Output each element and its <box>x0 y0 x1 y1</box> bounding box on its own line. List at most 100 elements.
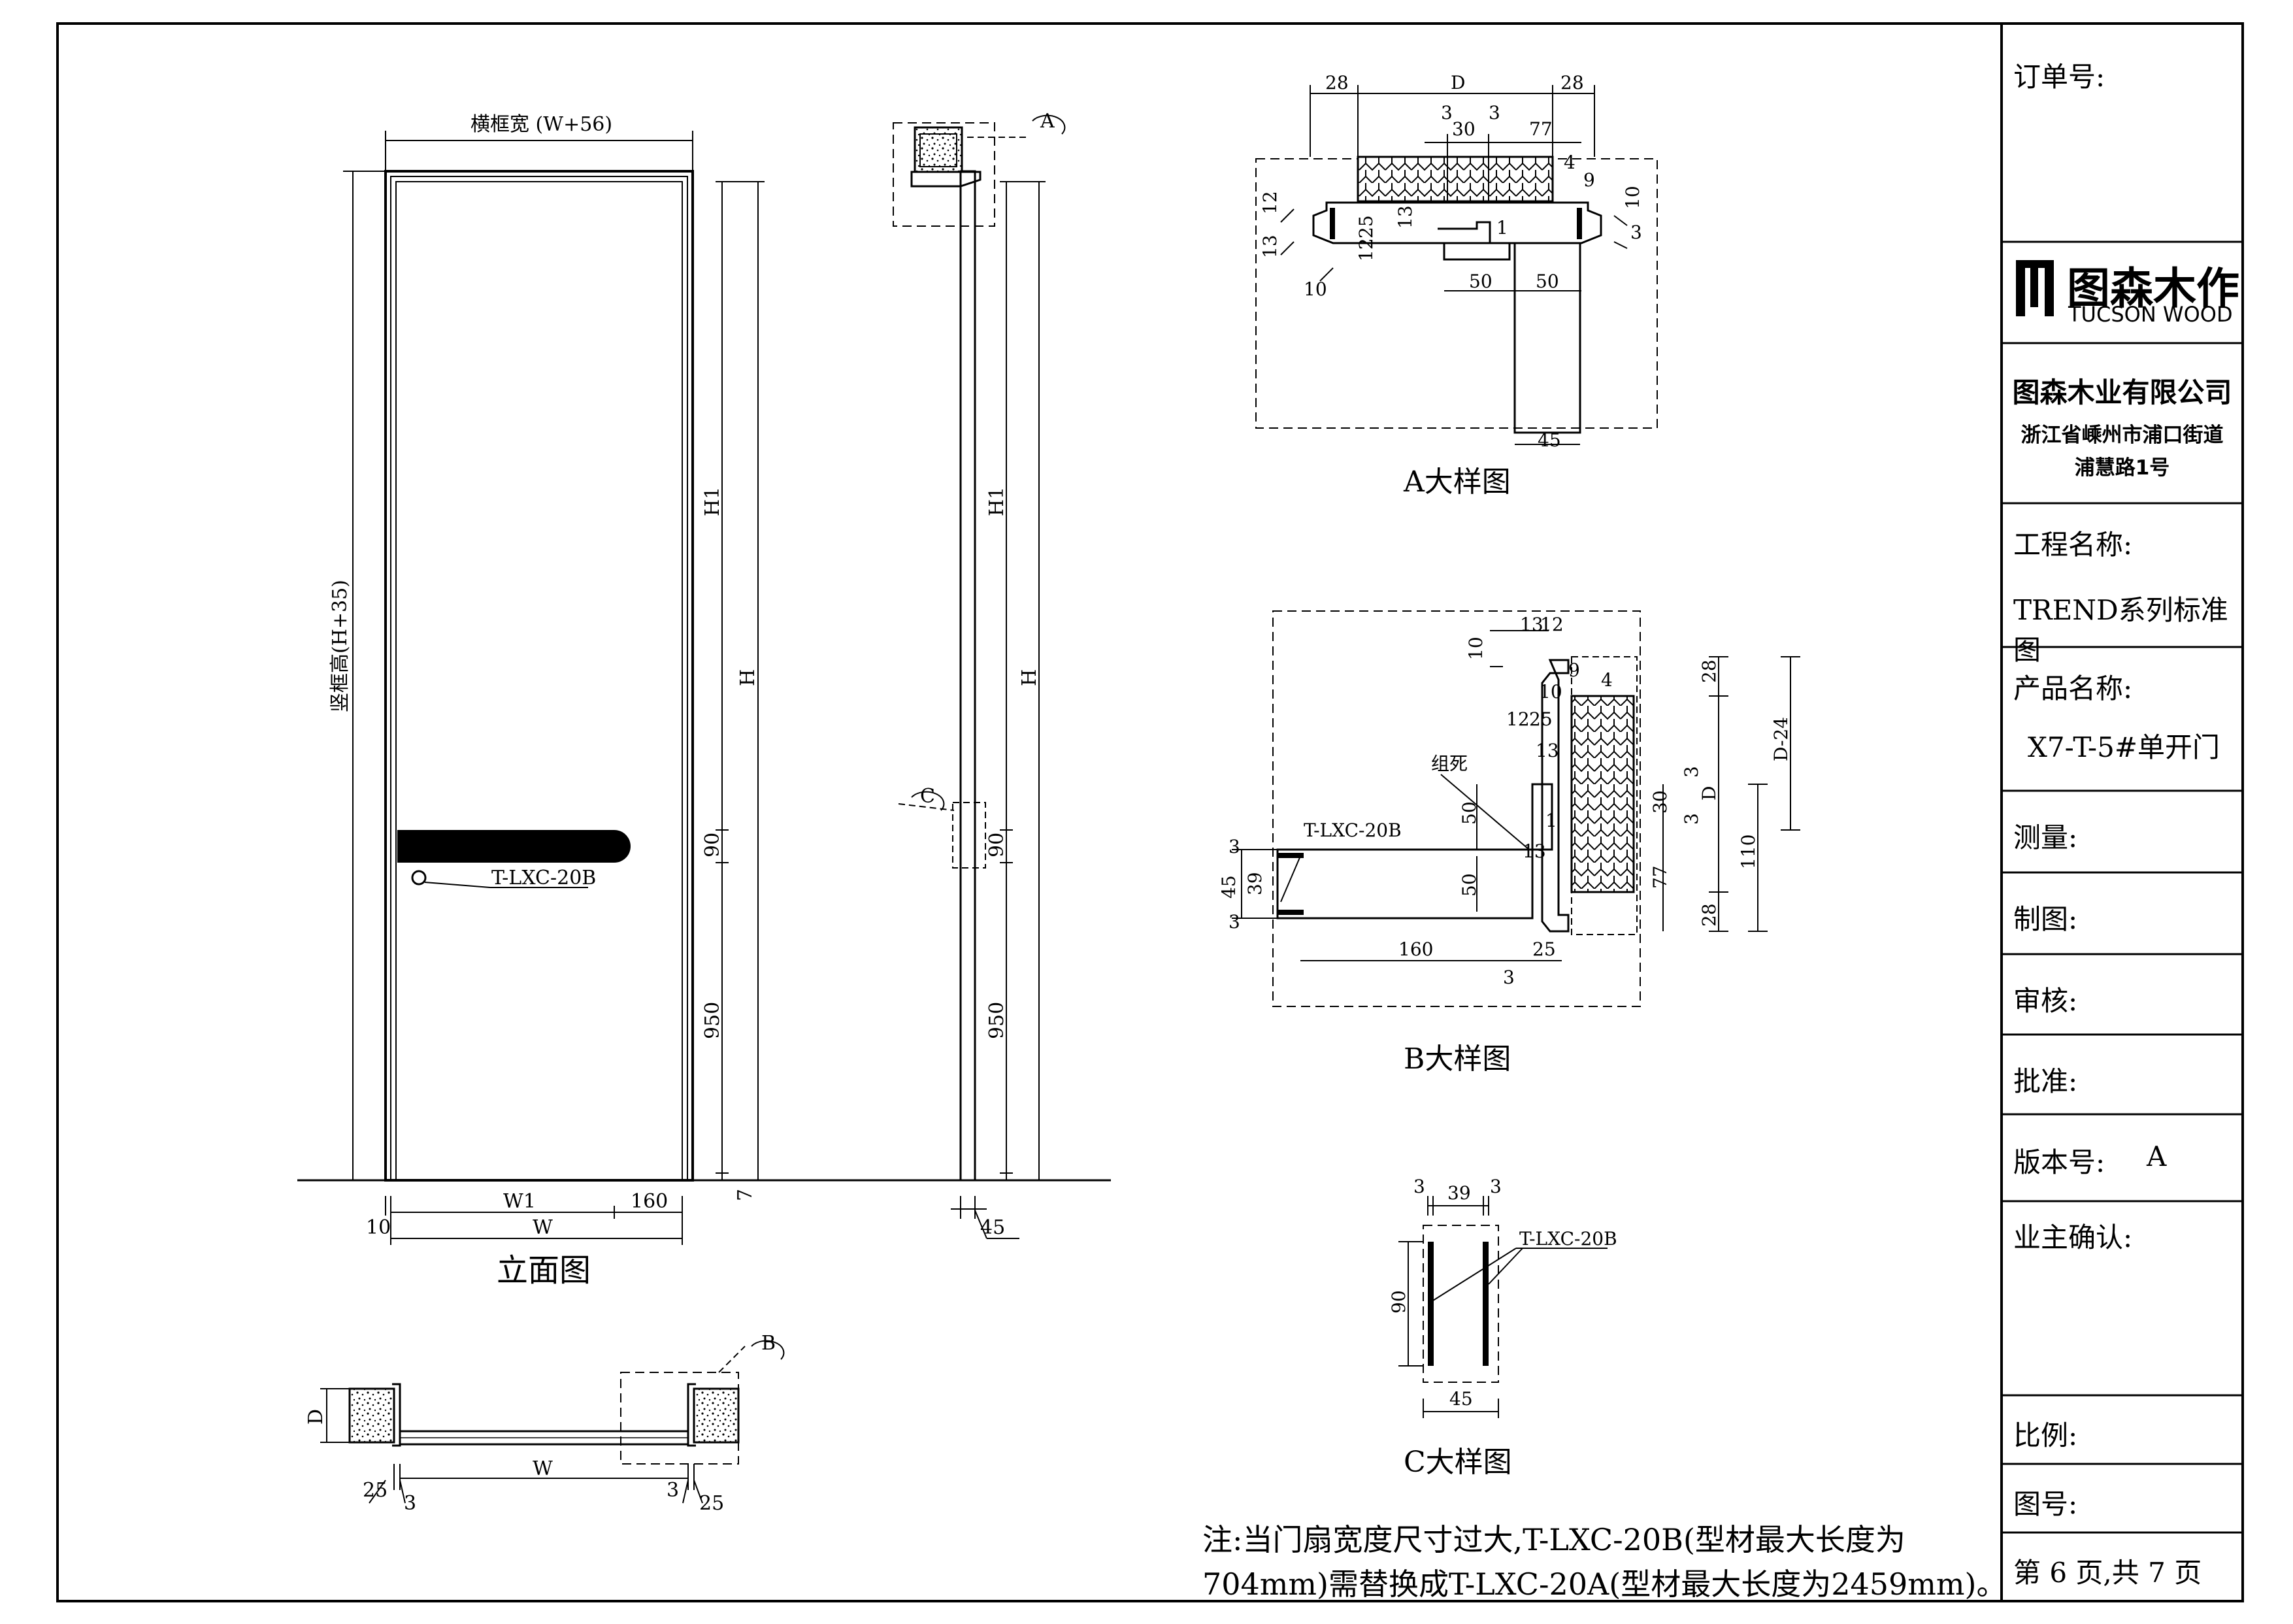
handle-profile-label: T-LXC-20B <box>491 867 596 889</box>
side-dim-90: 90 <box>985 833 1008 857</box>
a-dim-30: 30 <box>1452 118 1476 140</box>
a-dim-12b: 12 <box>1355 238 1377 261</box>
note-line-1: 注:当门扇宽度尺寸过大,T-LXC-20B(型材最大长度为 <box>1202 1522 1905 1557</box>
a-dim-1: 1 <box>1496 217 1508 239</box>
b-dim-30: 30 <box>1649 790 1671 814</box>
b-dim-10a: 10 <box>1465 637 1487 660</box>
elevation-view <box>297 131 1111 1245</box>
a-dim-77: 77 <box>1529 118 1553 140</box>
order-no-label: 订单号: <box>2013 61 2105 93</box>
callout-b: B <box>761 1332 776 1355</box>
b-profile-label: T-LXC-20B <box>1304 820 1402 841</box>
a-dim-12: 12 <box>1259 191 1281 214</box>
b-dim-3e: 3 <box>1681 813 1702 825</box>
plan-dim-w: W <box>533 1457 553 1480</box>
elevation-dimension-labels: 横框宽 (W+56) 竖框高(H+35) H1 H 90 950 7 T-LXC… <box>329 113 759 1239</box>
detail-a-labels: 28 D 28 3 3 30 77 4 9 12 13 25 13 12 1 1… <box>1259 72 1643 451</box>
plan-dimension-labels: D W 25 3 3 25 B <box>305 1332 776 1515</box>
dim-h1: H1 <box>701 487 724 516</box>
version-label: 版本号: <box>2013 1146 2105 1178</box>
elevation-title: 立面图 <box>497 1252 591 1289</box>
dim-160: 160 <box>631 1190 668 1213</box>
c-dim-39: 39 <box>1447 1182 1471 1204</box>
detail-a <box>1255 85 1658 445</box>
b-dim-28-top: 28 <box>1698 659 1720 683</box>
a-dim-28-left: 28 <box>1325 72 1349 93</box>
b-dim-45: 45 <box>1218 875 1240 899</box>
b-dim-3c: 3 <box>1503 967 1515 988</box>
b-dim-13b: 13 <box>1536 740 1559 761</box>
b-dim-1: 1 <box>1545 810 1557 831</box>
b-dim-13c: 13 <box>1523 840 1546 862</box>
dim-10: 10 <box>366 1216 391 1239</box>
b-dim-77: 77 <box>1649 865 1671 889</box>
callout-c: C <box>920 785 935 808</box>
plan-dim-3-right: 3 <box>667 1479 679 1502</box>
c-dim-90: 90 <box>1388 1290 1410 1314</box>
a-dim-13b: 13 <box>1394 205 1416 229</box>
drawing-no-label: 图号: <box>2013 1488 2078 1520</box>
scale-label: 比例: <box>2013 1419 2078 1451</box>
dim-w: W <box>533 1216 553 1239</box>
side-dim-45: 45 <box>980 1216 1005 1239</box>
b-dim-25b: 25 <box>1532 938 1556 960</box>
product-label: 产品名称: <box>2013 672 2133 704</box>
plan-dim-3-left: 3 <box>404 1492 416 1515</box>
drawing-no-cell: 图号: <box>2002 1464 2243 1533</box>
a-dim-3a: 3 <box>1441 102 1453 124</box>
approve-cell: 批准: <box>2002 1035 2243 1114</box>
dim-top-width: 横框宽 (W+56) <box>470 113 612 136</box>
a-dim-d: D <box>1451 72 1465 93</box>
company-address-2: 浦慧路1号 <box>2074 456 2170 480</box>
c-profile-label: T-LXC-20B <box>1519 1228 1617 1250</box>
approve-label: 批准: <box>2013 1065 2078 1097</box>
lock-cylinder <box>411 870 427 886</box>
owner-confirm-cell: 业主确认: <box>2002 1201 2243 1395</box>
company-cell: 图森木业有限公司 浙江省嵊州市浦口街道 浦慧路1号 <box>2002 343 2243 503</box>
b-dim-12: 12 <box>1540 614 1564 635</box>
measure-label: 测量: <box>2013 821 2078 853</box>
sheet-border <box>56 22 2244 1602</box>
b-dim-9: 9 <box>1568 659 1580 681</box>
b-dim-25: 25 <box>1529 708 1553 730</box>
product-cell: 产品名称: X7-T-5#单开门 <box>2002 647 2243 791</box>
note-line-2: 704mm)需替换成T-LXC-20A(型材最大长度为2459mm)。 <box>1202 1566 2007 1602</box>
b-dim-d-24: D-24 <box>1770 717 1792 761</box>
company-address-1: 浙江省嵊州市浦口街道 <box>2021 423 2224 447</box>
draw-cell: 制图: <box>2002 872 2243 954</box>
side-dim-h1: H1 <box>985 487 1008 516</box>
company-name: 图森木业有限公司 <box>2012 376 2232 408</box>
a-dim-4: 4 <box>1564 152 1575 173</box>
side-dim-h: H <box>1018 669 1041 686</box>
measure-cell: 测量: <box>2002 791 2243 872</box>
a-dim-3b: 3 <box>1489 102 1500 124</box>
detail-c-labels: 3 39 3 T-LXC-20B 90 45 <box>1388 1176 1617 1410</box>
project-label: 工程名称: <box>2013 529 2133 561</box>
a-dim-10-right: 10 <box>1622 186 1643 209</box>
dim-950: 950 <box>701 1002 724 1039</box>
order-no-cell: 订单号: <box>2002 24 2243 242</box>
a-dim-13a: 13 <box>1259 235 1281 258</box>
c-dim-3-right: 3 <box>1490 1176 1502 1197</box>
dim-7: 7 <box>734 1189 757 1201</box>
detail-a-title: A大样图 <box>1403 465 1511 499</box>
dim-side-height: 竖框高(H+35) <box>329 580 352 712</box>
a-dim-45: 45 <box>1538 429 1561 451</box>
b-dim-3d: 3 <box>1681 766 1702 778</box>
handle-bar <box>397 830 631 863</box>
logo-en-text: TUCSON WOOD <box>2068 302 2233 327</box>
dim-h: H <box>736 669 759 686</box>
project-cell: 工程名称: TREND系列标准图 <box>2002 503 2243 666</box>
detail-c <box>1398 1196 1608 1418</box>
review-label: 审核: <box>2013 985 2078 1017</box>
a-dim-3-right: 3 <box>1630 222 1642 243</box>
side-dim-950: 950 <box>985 1002 1008 1039</box>
tucson-logo-icon <box>2016 260 2054 316</box>
side-section-view <box>893 114 1111 1239</box>
a-dim-50b: 50 <box>1536 271 1559 292</box>
review-cell: 审核: <box>2002 954 2243 1035</box>
a-dim-10-left: 10 <box>1304 278 1327 300</box>
a-dim-9: 9 <box>1583 169 1595 191</box>
draw-label: 制图: <box>2013 903 2078 935</box>
b-dim-12b: 12 <box>1506 708 1530 730</box>
